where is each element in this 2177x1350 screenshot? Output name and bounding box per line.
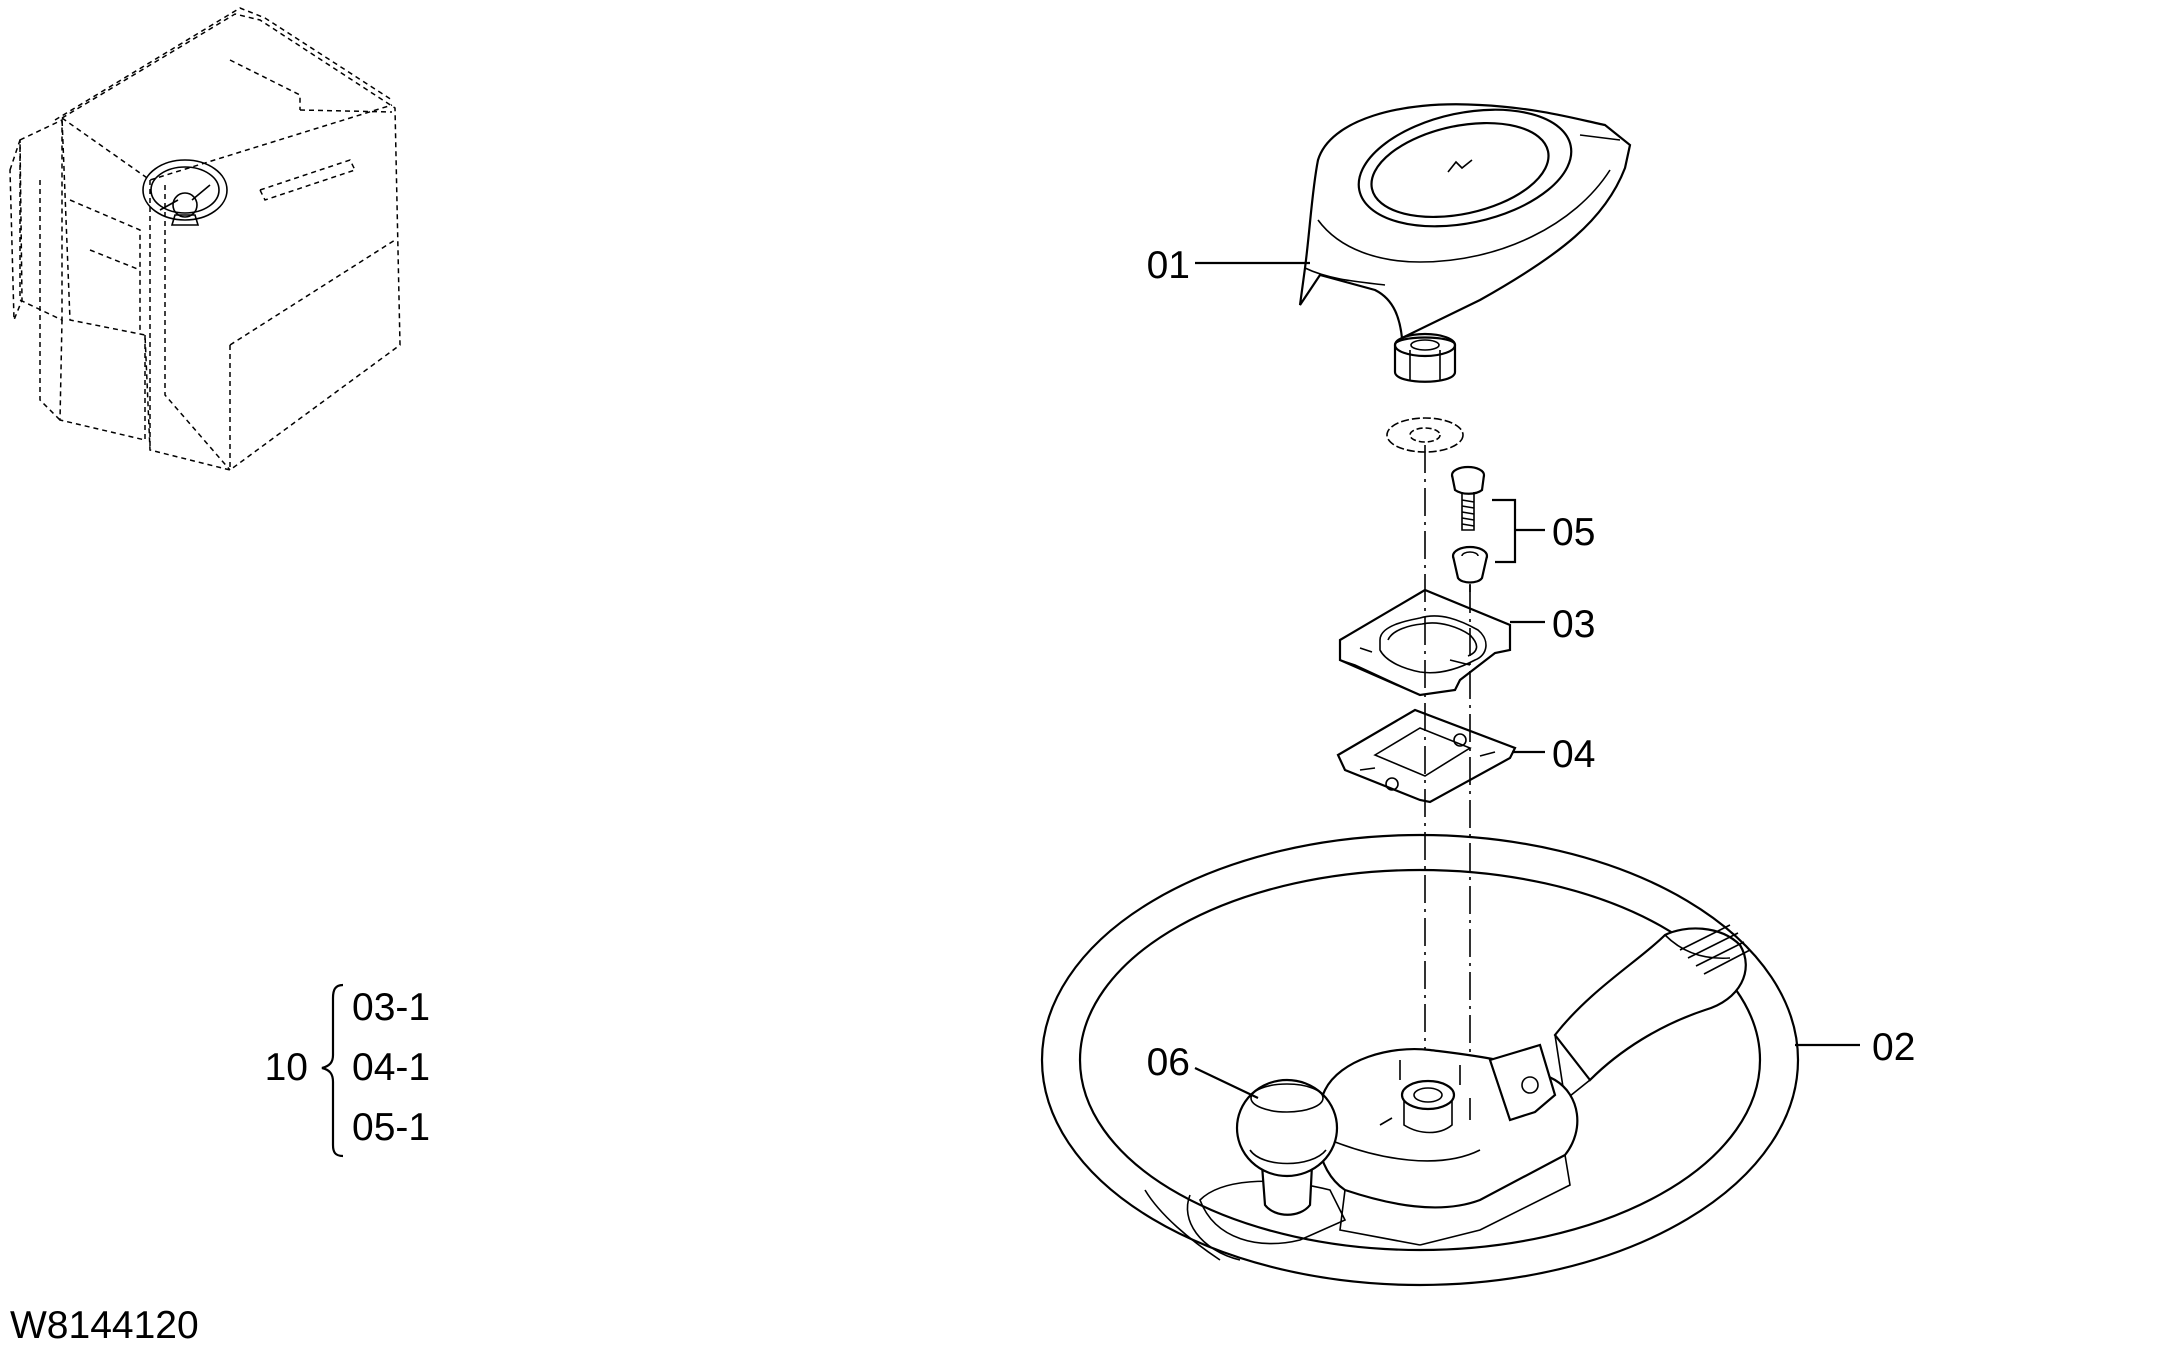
- part-02-steering-wheel: [1040, 833, 1800, 1287]
- cab-location-thumbnail: [9, 7, 401, 471]
- assembly-centerlines: [1424, 445, 1471, 1075]
- part-01-horn-cover: [1298, 103, 1632, 340]
- kit-item-1: 03-1: [352, 986, 430, 1029]
- part-label-03: 03: [1552, 603, 1595, 646]
- kit-item-3: 05-1: [352, 1106, 430, 1149]
- part-04-gasket: [1336, 708, 1517, 804]
- part-label-04: 04: [1552, 733, 1595, 776]
- part-05-screw: [1450, 465, 1486, 531]
- kit-label: 10: [265, 1046, 308, 1089]
- drawing-number: W8144120: [10, 1304, 199, 1347]
- part-label-06: 06: [1147, 1041, 1190, 1084]
- kit-brace: [321, 983, 344, 1158]
- part-05-bushing: [1451, 545, 1489, 592]
- part-label-02: 02: [1872, 1026, 1915, 1069]
- leader-line-06: [1194, 1067, 1259, 1099]
- part-label-01: 01: [1147, 244, 1190, 287]
- leader-bracket-05: [1492, 498, 1517, 564]
- part-06-spinner-knob: [1235, 1078, 1339, 1216]
- kit-item-2: 04-1: [352, 1046, 430, 1089]
- part-label-05: 05: [1552, 511, 1595, 554]
- steering-nut: [1393, 332, 1457, 383]
- kit-group: 10 03-1 04-1 05-1: [265, 983, 430, 1158]
